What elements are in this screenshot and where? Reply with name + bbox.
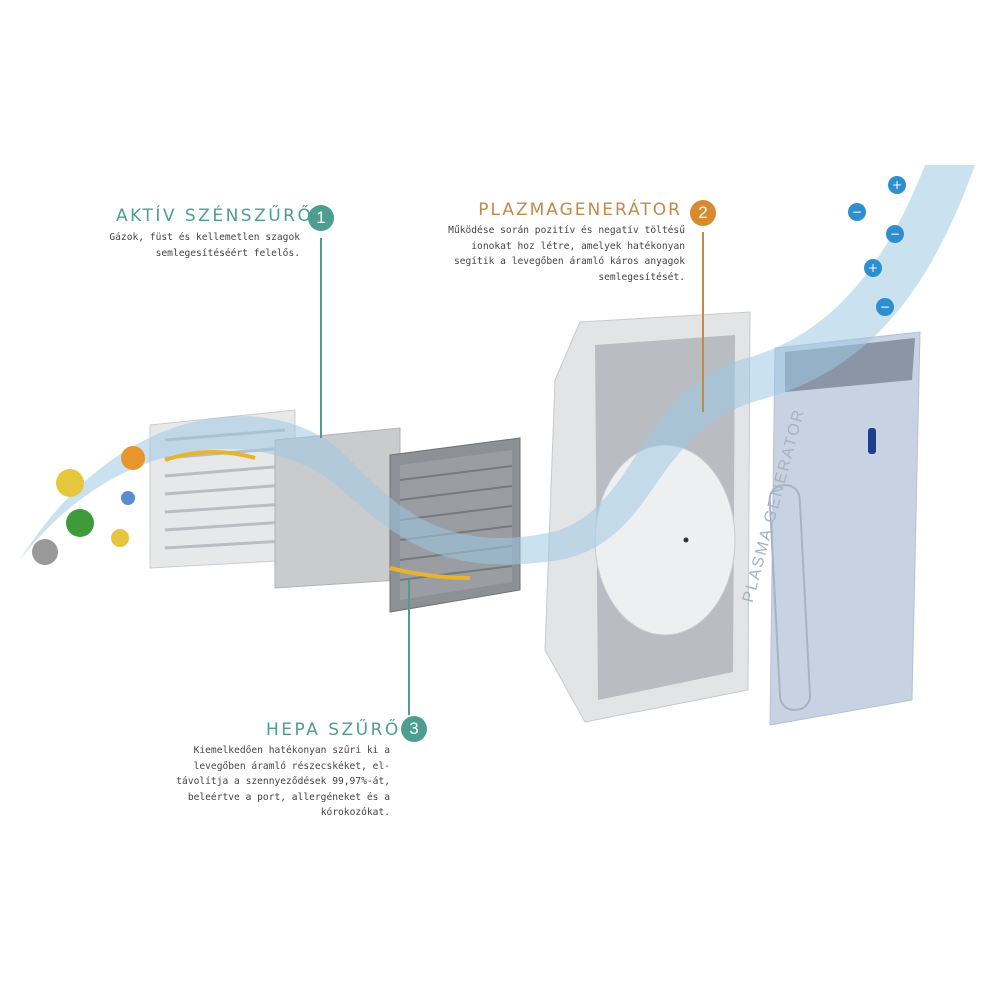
callout-number-badge: 2 bbox=[690, 200, 716, 226]
svg-text:−: − bbox=[880, 300, 890, 314]
pollen-icon bbox=[56, 469, 84, 497]
air-flow-stream bbox=[20, 165, 975, 565]
plasma-panel bbox=[768, 331, 921, 726]
bacteria-icon bbox=[66, 509, 94, 537]
flow-arrow bbox=[389, 566, 471, 580]
ion-signs: + − − + − bbox=[852, 178, 902, 314]
callout-title: AKTÍV SZÉNSZŰRŐ bbox=[116, 206, 314, 226]
germ-icon bbox=[121, 491, 135, 505]
dust-mite-icon bbox=[32, 539, 58, 565]
svg-text:−: − bbox=[852, 205, 862, 219]
callout-leader-line bbox=[702, 232, 704, 412]
svg-text:−: − bbox=[890, 227, 900, 241]
svg-text:+: + bbox=[868, 261, 878, 275]
flow-arrow bbox=[164, 450, 256, 462]
callout-title: PLAZMAGENERÁTOR bbox=[478, 200, 682, 220]
ion-icons bbox=[848, 176, 906, 316]
callout-description: Működése során pozitív és negatív töltés… bbox=[448, 225, 685, 283]
callout-leader-line bbox=[408, 580, 410, 715]
callout-leader-line bbox=[320, 238, 322, 438]
smoke-icon bbox=[121, 446, 145, 470]
callout-title: HEPA SZŰRŐ bbox=[266, 720, 401, 740]
callout-number-badge: 1 bbox=[308, 205, 334, 231]
allergen-icon bbox=[111, 529, 129, 547]
callout-number-badge: 3 bbox=[401, 716, 427, 742]
svg-text:+: + bbox=[892, 178, 902, 192]
